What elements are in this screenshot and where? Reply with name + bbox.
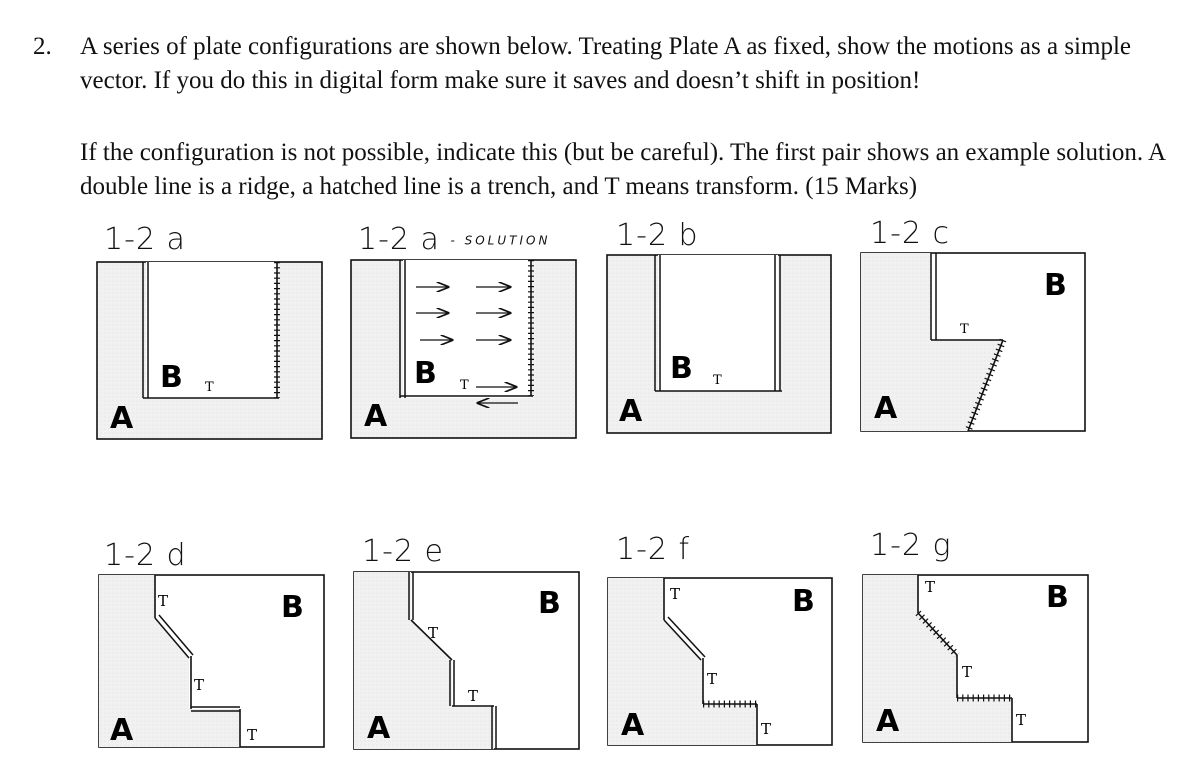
transform-mark: T bbox=[925, 578, 935, 596]
trench-hatch bbox=[964, 338, 1007, 433]
panel-1-2f: B A T T T bbox=[607, 577, 833, 746]
plate-a-label: A bbox=[876, 704, 900, 739]
ridge-line bbox=[667, 616, 706, 658]
plate-a-label: A bbox=[110, 713, 134, 748]
plate-b-label: B bbox=[414, 356, 437, 391]
ridge-line bbox=[158, 614, 194, 656]
transform-mark: T bbox=[194, 676, 204, 694]
plate-b-area bbox=[658, 255, 778, 391]
plate-a-area bbox=[99, 575, 240, 747]
plate-b-label: B bbox=[1046, 580, 1069, 615]
ridge-line bbox=[154, 617, 190, 659]
ridge-line bbox=[663, 619, 702, 661]
panel-1-2c: B A T bbox=[860, 252, 1086, 433]
plate-b-area bbox=[146, 262, 277, 398]
transform-mark: T bbox=[460, 378, 469, 393]
transform-mark: T bbox=[247, 726, 257, 744]
panel-1-2b: B A T bbox=[606, 254, 832, 434]
figure-label-1-2d: 1-2 d bbox=[104, 538, 187, 573]
plate-b-label: B bbox=[281, 590, 304, 625]
question-paragraph-1: A series of plate configurations are sho… bbox=[80, 33, 1131, 94]
transform-mark: T bbox=[960, 322, 969, 337]
panel-1-2e: B A T T bbox=[353, 571, 580, 750]
figure-label-1-2a-solution: 1-2 a - SOLUTION bbox=[358, 222, 551, 257]
figure-label-1-2c: 1-2 c bbox=[870, 216, 951, 251]
transform-mark: T bbox=[670, 585, 680, 603]
transform-mark: T bbox=[707, 670, 717, 688]
transform-mark: T bbox=[205, 380, 214, 395]
transform-mark: T bbox=[761, 720, 771, 738]
plate-a-label: A bbox=[621, 708, 645, 743]
plate-a-area bbox=[863, 575, 1012, 742]
plate-b-label: B bbox=[1044, 268, 1067, 303]
question-paragraph-2: If the configuration is not possible, in… bbox=[80, 139, 1165, 200]
transform-mark: T bbox=[428, 624, 438, 642]
transform-fault bbox=[410, 619, 453, 661]
plate-b-label: B bbox=[538, 586, 561, 621]
question-number: 2. bbox=[33, 33, 52, 60]
plate-a-area bbox=[354, 572, 494, 749]
plate-a-label: A bbox=[364, 399, 388, 434]
plate-b-label: B bbox=[160, 360, 183, 395]
panel-1-2a: B A T bbox=[96, 261, 323, 440]
trench-hatch bbox=[915, 610, 960, 658]
plate-b-label: B bbox=[670, 351, 693, 386]
plate-a-label: A bbox=[874, 391, 898, 426]
figure-label-1-2a: 1-2 a bbox=[104, 222, 186, 257]
transform-mark: T bbox=[713, 373, 722, 388]
figure-label-1-2g: 1-2 g bbox=[870, 528, 952, 563]
plate-a-label: A bbox=[619, 394, 643, 429]
plate-b-label: B bbox=[792, 584, 815, 619]
transform-mark: T bbox=[158, 592, 168, 610]
plate-a-area bbox=[608, 578, 757, 745]
panel-1-2d: B A T T T bbox=[98, 574, 325, 748]
transform-mark: T bbox=[1016, 711, 1026, 729]
figure-label-1-2b: 1-2 b bbox=[616, 218, 699, 253]
panel-1-2a-solution: B A T bbox=[350, 259, 577, 439]
transform-mark: T bbox=[468, 687, 478, 705]
transform-mark: T bbox=[962, 663, 972, 681]
figure-label-1-2f: 1-2 f bbox=[616, 532, 691, 567]
plate-a-label: A bbox=[367, 711, 391, 746]
plate-a-area bbox=[861, 253, 1003, 431]
panel-1-2g: B A T T T bbox=[862, 574, 1089, 743]
figure-label-1-2e: 1-2 e bbox=[362, 534, 444, 569]
plate-a-label: A bbox=[110, 401, 134, 436]
